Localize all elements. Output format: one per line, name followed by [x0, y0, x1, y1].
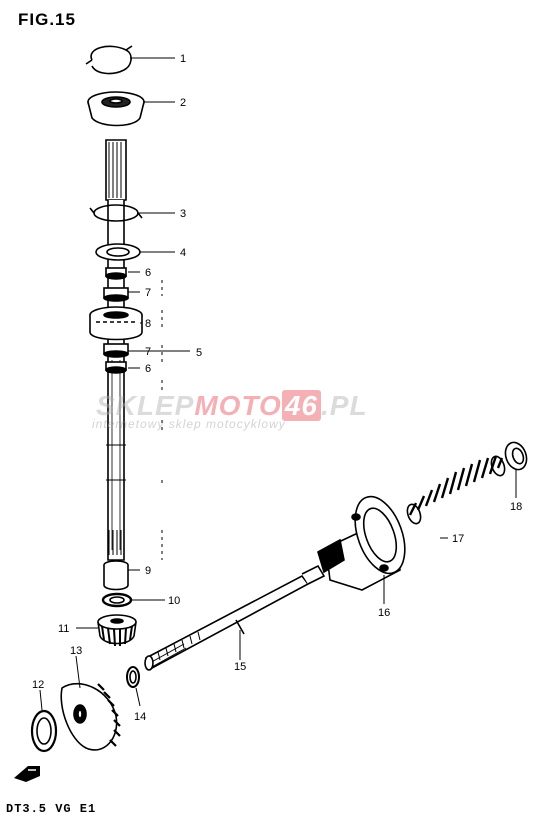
- callout-3: 3: [180, 208, 186, 220]
- callout-5: 5: [196, 347, 202, 359]
- callout-6-upper: 6: [145, 267, 151, 279]
- arrow-icon: [14, 766, 40, 782]
- callout-1: 1: [180, 53, 186, 65]
- callout-13: 13: [70, 645, 82, 657]
- part-bevel-gear: [60, 683, 121, 751]
- callout-numbers: 1 2 3 4 5 6 7 8 7 6 9 10 11 12 13 14 15 …: [32, 53, 522, 723]
- callout-16: 16: [378, 607, 390, 619]
- part-gear-washer: [30, 709, 58, 753]
- callout-6-lower: 6: [145, 363, 151, 375]
- callout-9: 9: [145, 565, 151, 577]
- watermark-tagline: internetowy sklep motocyklowy: [92, 417, 286, 431]
- watermark-brand-part1: SKLEP: [96, 390, 195, 421]
- callout-14: 14: [134, 711, 146, 723]
- part-thrust-holder: [317, 495, 406, 591]
- part-bushing: [103, 560, 129, 591]
- callout-15: 15: [234, 661, 246, 673]
- callout-11: 11: [58, 623, 69, 635]
- part-pinion-gear: [97, 614, 137, 647]
- figure-title: FIG.15: [18, 10, 76, 29]
- part-washer: [95, 243, 141, 261]
- part-spring: [406, 455, 506, 525]
- part-shaft-rings: [103, 267, 129, 374]
- part-circlip: [85, 45, 133, 75]
- callout-18: 18: [510, 501, 522, 513]
- watermark-brand-part2: MOTO: [194, 390, 282, 421]
- callout-10: 10: [168, 595, 180, 607]
- part-thrust-washer: [101, 592, 133, 608]
- part-small-washer: [126, 666, 140, 688]
- watermark-brand-suffix: .PL: [321, 390, 368, 421]
- callout-4: 4: [180, 247, 186, 259]
- callout-17: 17: [452, 533, 464, 545]
- model-code: DT3.5 VG E1: [6, 802, 97, 816]
- part-spring-seat: [504, 441, 528, 471]
- callout-12: 12: [32, 679, 44, 691]
- callout-7-upper: 7: [145, 287, 151, 299]
- watermark-brand-number: 46: [281, 390, 321, 421]
- callout-7-lower: 7: [145, 346, 151, 358]
- part-bearing: [89, 306, 143, 341]
- leader-lines: [39, 57, 517, 711]
- callout-8: 8: [145, 318, 151, 330]
- part-oil-seal: [87, 91, 145, 127]
- part-propeller-shaft: [144, 564, 326, 671]
- callout-2: 2: [180, 97, 186, 109]
